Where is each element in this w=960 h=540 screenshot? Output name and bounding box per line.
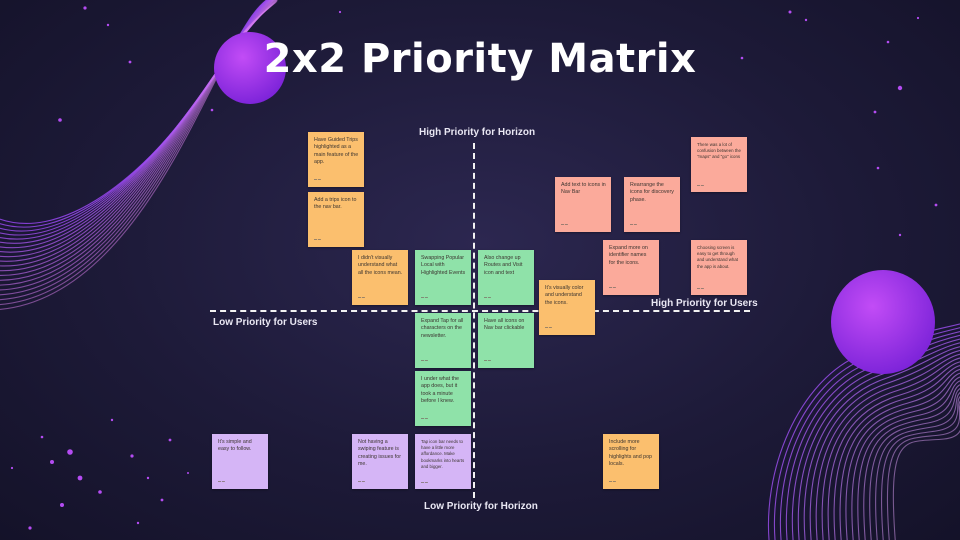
wave-line: [785, 334, 960, 540]
particle-dot: [168, 438, 172, 442]
particle-dot: [916, 16, 920, 20]
wave-line: [845, 372, 960, 540]
wave-line: [773, 327, 960, 540]
particle-dot: [106, 23, 110, 27]
particle-dot: [130, 454, 134, 458]
sticky-note[interactable]: Expand Tap for all characters on the new…: [415, 313, 471, 368]
wave-line: [857, 380, 960, 540]
wave-line: [803, 346, 960, 540]
particle-dot: [28, 526, 32, 530]
wave-line: [881, 396, 960, 540]
sticky-note[interactable]: Add text to icons in Nav Bar▬ ▬: [555, 177, 611, 232]
wave-line: [869, 388, 960, 540]
particle-dot: [40, 435, 44, 439]
wave-line: [0, 0, 268, 224]
sticky-note[interactable]: Tap icon bar needs to have a little more…: [415, 434, 471, 489]
particle-dot: [98, 490, 102, 494]
sticky-note[interactable]: Also change up Routes and Visit icon and…: [478, 250, 534, 305]
sticky-note[interactable]: There was a lot of confusion between the…: [691, 137, 747, 192]
orb-right: [831, 270, 935, 374]
sticky-note[interactable]: Have all icons on Nav bar clickable▬ ▬: [478, 313, 534, 368]
wave-line: [875, 392, 960, 540]
particle-dots: [10, 6, 938, 530]
particle-dot: [788, 10, 792, 14]
particle-dot: [110, 418, 114, 422]
sticky-note[interactable]: It's simple and easy to follow.▬ ▬: [212, 434, 268, 489]
wave-line: [886, 400, 960, 540]
sticky-note[interactable]: I under what the app does, but it took a…: [415, 371, 471, 426]
wave-line: [0, 0, 269, 228]
wave-line: [827, 361, 960, 540]
particle-dot: [886, 40, 890, 44]
particle-dot: [876, 166, 880, 170]
sticky-note[interactable]: Choosing screen is easy to get through a…: [691, 240, 747, 295]
particle-dot: [50, 460, 54, 464]
particle-dot: [187, 472, 189, 474]
wave-line: [779, 330, 960, 540]
axis-label-left: Low Priority for Users: [213, 317, 318, 328]
particle-dot: [338, 10, 342, 14]
wave-line: [809, 349, 960, 540]
particle-dot: [160, 498, 164, 502]
wave-line: [833, 364, 960, 540]
wave-line: [863, 384, 960, 540]
particle-dot: [10, 466, 14, 470]
particle-dot: [77, 475, 83, 481]
sticky-note[interactable]: Rearrange the icons for discovery phase.…: [624, 177, 680, 232]
particle-dot: [67, 449, 73, 455]
wave-lines-top-left: [0, 0, 278, 310]
sticky-note[interactable]: Have Guided Trips highlighted as a main …: [308, 132, 364, 187]
sticky-note[interactable]: Swapping Popular Local with Highlighted …: [415, 250, 471, 305]
axis-label-bottom: Low Priority for Horizon: [424, 501, 538, 512]
particle-dot: [804, 18, 808, 22]
wave-line: [851, 376, 960, 540]
horizontal-axis-line: [210, 310, 750, 312]
axis-label-top: High Priority for Horizon: [419, 127, 536, 138]
orb-top-left: [214, 32, 286, 104]
particle-dot: [873, 110, 877, 114]
particle-dot: [897, 85, 903, 91]
particle-dot: [128, 60, 132, 64]
sticky-note[interactable]: Include more scrolling for highlights an…: [603, 434, 659, 489]
sticky-note[interactable]: I didn't visually understand what all th…: [352, 250, 408, 305]
wave-line: [815, 353, 960, 540]
sticky-note[interactable]: It's visually color and understand the i…: [539, 280, 595, 335]
sticky-note[interactable]: Expand more on identifier names for the …: [603, 240, 659, 295]
wave-line: [821, 357, 960, 540]
page-title: 2x2 Priority Matrix: [263, 36, 697, 82]
particle-dot: [146, 476, 150, 480]
particle-dot: [740, 56, 744, 60]
wave-lines-bottom-right: [767, 323, 960, 540]
particle-dot: [58, 118, 62, 122]
particle-dot: [210, 108, 214, 112]
wave-line: [791, 338, 960, 540]
wave-line: [797, 342, 960, 540]
particle-dot: [934, 203, 938, 207]
particle-dot: [83, 6, 87, 10]
wave-line: [892, 405, 960, 540]
sticky-note[interactable]: Not having a swiping feature is creating…: [352, 434, 408, 489]
axis-label-right: High Priority for Users: [651, 298, 758, 309]
particle-dot: [60, 503, 64, 507]
particle-dot: [136, 521, 140, 525]
sticky-note[interactable]: Add a trips icon to the nav bar.▬ ▬: [308, 192, 364, 247]
wave-line: [839, 368, 960, 540]
wave-line: [0, 0, 269, 232]
vertical-axis-line: [473, 143, 475, 498]
particle-dot: [898, 233, 902, 237]
